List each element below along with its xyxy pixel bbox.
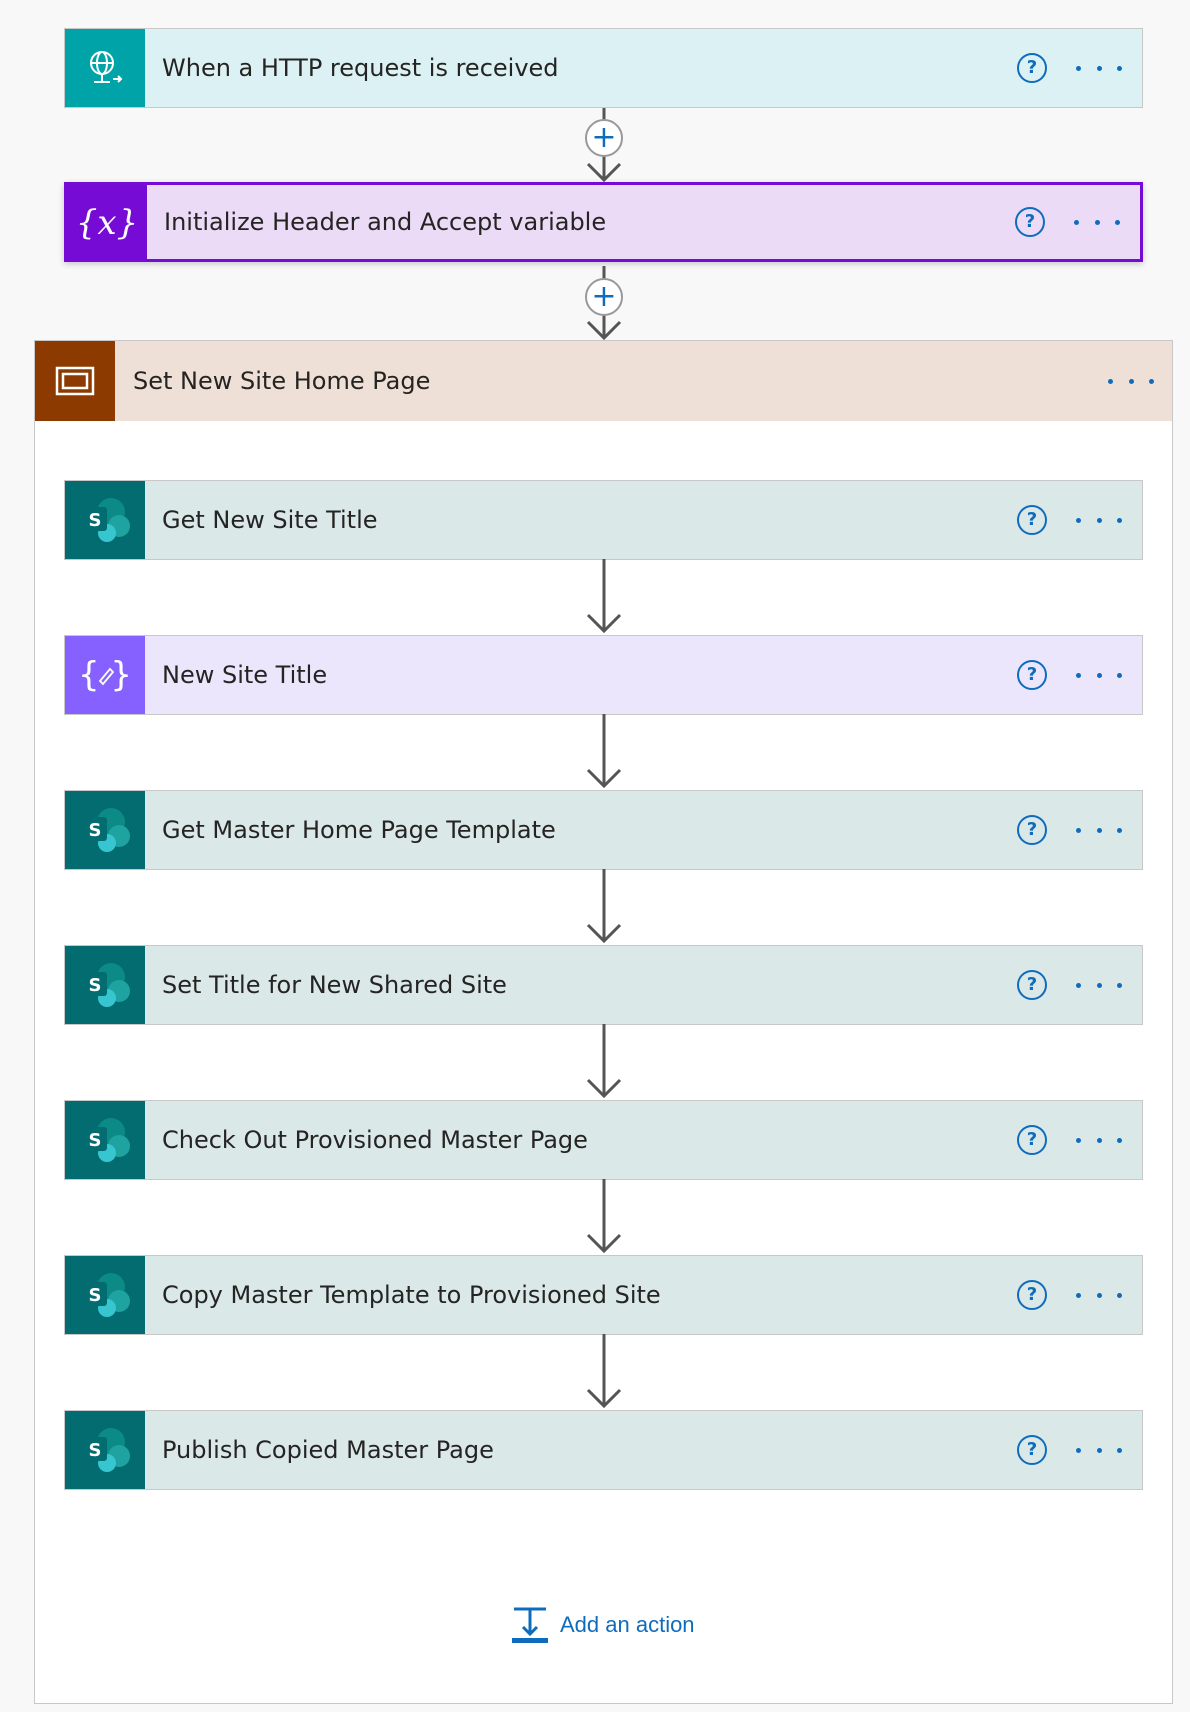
connector-arrow bbox=[586, 869, 622, 944]
add-action-button[interactable]: Add an action bbox=[510, 1606, 695, 1644]
action-title: Publish Copied Master Page bbox=[162, 1436, 494, 1464]
more-options-icon[interactable] bbox=[1108, 371, 1154, 391]
action-title: Check Out Provisioned Master Page bbox=[162, 1126, 588, 1154]
more-options-icon[interactable] bbox=[1076, 1440, 1122, 1460]
connector-arrow bbox=[586, 559, 622, 634]
action-title: Copy Master Template to Provisioned Site bbox=[162, 1281, 661, 1309]
more-options-icon[interactable] bbox=[1076, 975, 1122, 995]
action-card[interactable]: S Get Master Home Page Template? bbox=[64, 790, 1143, 870]
svg-text:{x}: {x} bbox=[77, 203, 137, 243]
variable-icon: {x} bbox=[67, 185, 147, 259]
action-title: Get Master Home Page Template bbox=[162, 816, 556, 844]
action-title: Set Title for New Shared Site bbox=[162, 971, 507, 999]
more-options-icon[interactable] bbox=[1076, 1130, 1122, 1150]
action-card[interactable]: { } New Site Title? bbox=[64, 635, 1143, 715]
action-title: New Site Title bbox=[162, 661, 328, 689]
sharepoint-icon: S bbox=[65, 791, 145, 869]
action-card[interactable]: S Copy Master Template to Provisioned Sit… bbox=[64, 1255, 1143, 1335]
more-options-icon[interactable] bbox=[1076, 1285, 1122, 1305]
sharepoint-icon: S bbox=[65, 946, 145, 1024]
scope-header[interactable]: Set New Site Home Page bbox=[35, 341, 1172, 421]
insert-step-button[interactable]: + bbox=[585, 119, 623, 157]
more-options-icon[interactable] bbox=[1076, 665, 1122, 685]
help-icon[interactable]: ? bbox=[1017, 1125, 1047, 1155]
svg-text:S: S bbox=[89, 510, 102, 531]
action-card[interactable]: S Check Out Provisioned Master Page? bbox=[64, 1100, 1143, 1180]
help-icon[interactable]: ? bbox=[1017, 970, 1047, 1000]
init-variable-card[interactable]: {x} Initialize Header and Accept variabl… bbox=[64, 182, 1143, 262]
svg-text:S: S bbox=[89, 820, 102, 841]
help-icon[interactable]: ? bbox=[1015, 207, 1045, 237]
http-globe-icon bbox=[65, 29, 145, 107]
svg-text:S: S bbox=[89, 1130, 102, 1151]
action-title: Get New Site Title bbox=[162, 506, 378, 534]
action-card[interactable]: S Get New Site Title? bbox=[64, 480, 1143, 560]
more-options-icon[interactable] bbox=[1074, 212, 1120, 232]
svg-text:S: S bbox=[89, 1285, 102, 1306]
sharepoint-icon: S bbox=[65, 1411, 145, 1489]
trigger-title: When a HTTP request is received bbox=[162, 54, 559, 82]
svg-text:S: S bbox=[89, 975, 102, 996]
more-options-icon[interactable] bbox=[1076, 510, 1122, 530]
connector-arrow bbox=[586, 1334, 622, 1409]
more-options-icon[interactable] bbox=[1076, 58, 1122, 78]
sharepoint-icon: S bbox=[65, 1101, 145, 1179]
help-icon[interactable]: ? bbox=[1017, 1280, 1047, 1310]
scope-title: Set New Site Home Page bbox=[133, 367, 431, 395]
svg-text:S: S bbox=[89, 1440, 102, 1461]
more-options-icon[interactable] bbox=[1076, 820, 1122, 840]
action-card[interactable]: S Set Title for New Shared Site? bbox=[64, 945, 1143, 1025]
init-variable-title: Initialize Header and Accept variable bbox=[164, 208, 607, 236]
help-icon[interactable]: ? bbox=[1017, 1435, 1047, 1465]
connector-arrow bbox=[586, 1179, 622, 1254]
help-icon[interactable]: ? bbox=[1017, 505, 1047, 535]
help-icon[interactable]: ? bbox=[1017, 815, 1047, 845]
add-action-icon bbox=[512, 1607, 548, 1643]
help-icon[interactable]: ? bbox=[1017, 660, 1047, 690]
connector-arrow bbox=[586, 1024, 622, 1099]
help-icon[interactable]: ? bbox=[1017, 53, 1047, 83]
compose-icon: { } bbox=[65, 636, 145, 714]
trigger-card[interactable]: When a HTTP request is received ? bbox=[64, 28, 1143, 108]
action-card[interactable]: S Publish Copied Master Page? bbox=[64, 1410, 1143, 1490]
connector-arrow bbox=[586, 714, 622, 789]
add-action-label: Add an action bbox=[560, 1612, 695, 1637]
sharepoint-icon: S bbox=[65, 1256, 145, 1334]
sharepoint-icon: S bbox=[65, 481, 145, 559]
scope-icon bbox=[35, 341, 115, 421]
insert-step-button[interactable]: + bbox=[585, 278, 623, 316]
